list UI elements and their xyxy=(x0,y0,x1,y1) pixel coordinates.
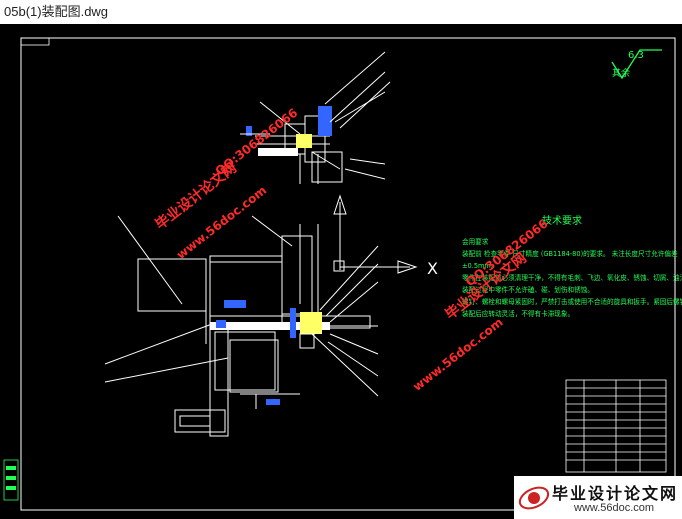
tech-req-heading: 技术要求 xyxy=(542,214,582,227)
section-marker: X xyxy=(427,259,438,278)
site-logo: 毕业设计论文网 www.56doc.com xyxy=(514,476,682,519)
upper-detail-view xyxy=(240,51,391,184)
tech-req-line-0: 会用要求 xyxy=(462,237,489,246)
title-block xyxy=(565,379,667,481)
corner-code-box xyxy=(20,37,50,46)
watermark-left: 毕业设计论文网 www.56doc.com QQ:306826066 xyxy=(152,106,301,262)
drawing-canvas[interactable]: 6.3 其余 xyxy=(0,24,682,519)
section-arrow xyxy=(333,194,418,274)
roughness-label: 其余 xyxy=(612,67,630,79)
main-assembly-view xyxy=(104,215,379,437)
roughness-value: 6.3 xyxy=(628,50,644,61)
window-title-bar: 05b(1)装配图.dwg xyxy=(0,0,682,24)
watermark-url-2: www.56doc.com xyxy=(410,315,505,394)
tech-req-line-4: 装配过程中零件不允许磕、碰、划伤和锈蚀。 xyxy=(462,285,594,294)
technical-requirements: 技术要求 会用要求 装配前 检查零件 尺寸精度 (GB1184-80)的要求。 … xyxy=(462,214,682,318)
logo-title: 毕业设计论文网 xyxy=(552,484,679,503)
roughness-symbol: 6.3 其余 xyxy=(611,49,662,80)
logo-url: www.56doc.com xyxy=(574,502,655,514)
tech-req-line-5: 螺钉、螺栓和螺母紧固时，严禁打击或使用不合适的旋具和扳手。紧固后螺钉槽、螺母和螺… xyxy=(462,297,682,306)
cad-drawing: 6.3 其余 xyxy=(3,37,682,511)
tech-req-line-2: ±0.5mm。 xyxy=(462,262,497,270)
tech-req-line-1: 装配前 检查零件 尺寸精度 (GB1184-80)的要求。 未注长度尺寸允许偏差 xyxy=(462,249,678,258)
logo-emblem-icon xyxy=(518,486,550,510)
revision-stamp xyxy=(3,459,19,501)
drawing-border xyxy=(20,37,676,511)
window-title: 05b(1)装配图.dwg xyxy=(4,4,109,19)
tech-req-line-3: 零件在装配前必须清理干净，不得有毛刺、飞边、氧化皮、锈蚀、切屑、油污、着色剂和灰… xyxy=(462,273,682,282)
tech-req-line-6: 装配后应转动灵活，不得有卡滞现象。 xyxy=(462,309,574,318)
watermark-qq: QQ:306826066 xyxy=(213,106,301,179)
